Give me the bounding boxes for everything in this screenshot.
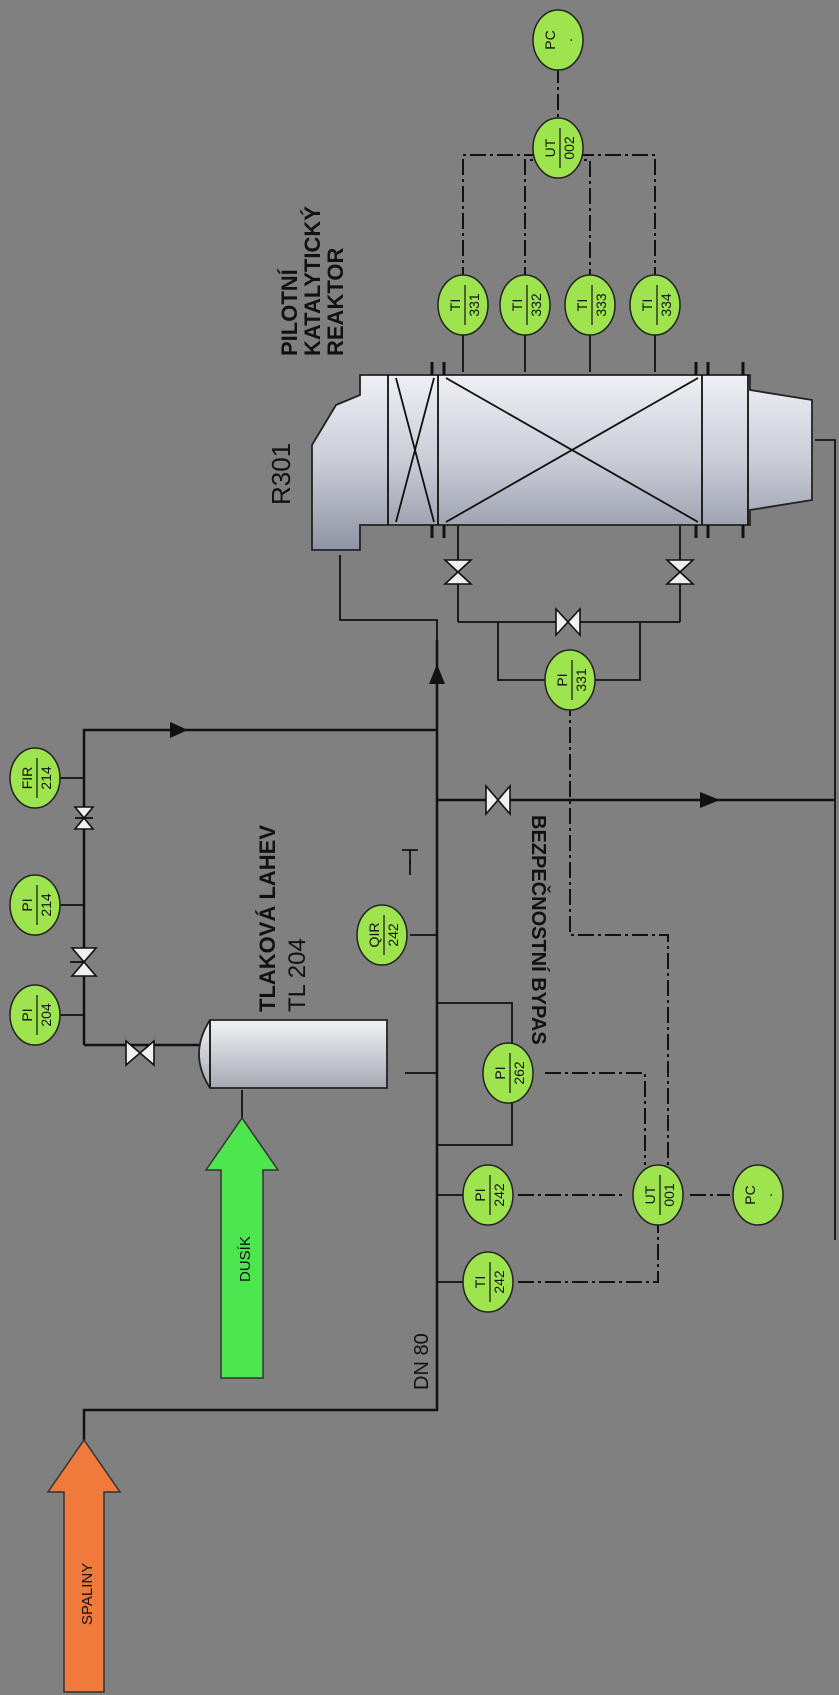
svg-text:002: 002 <box>561 136 577 160</box>
signal-lines <box>60 40 730 1283</box>
reactor-r301: R301 PILOTNÍ KATALYTICKÝ REAKTOR <box>266 206 813 551</box>
instrument-pc-top: PC . <box>532 9 584 71</box>
svg-text:331: 331 <box>466 293 482 317</box>
valves <box>70 559 696 1067</box>
reactor-name-line2: KATALYTICKÝ <box>300 206 325 356</box>
instrument-ut002: UT 002 <box>532 117 584 179</box>
svg-text:TI: TI <box>639 299 655 311</box>
svg-text:242: 242 <box>491 1270 507 1294</box>
nitrogen-label: DUSÍK <box>237 1236 254 1282</box>
instrument-qir242: QIR 242 <box>356 904 408 966</box>
svg-text:PI: PI <box>492 1066 508 1079</box>
reactor-name-line1: PILOTNÍ <box>277 268 302 356</box>
svg-text:.: . <box>559 38 575 42</box>
svg-text:PC: PC <box>742 1185 758 1204</box>
instrument-ti332: TI 332 <box>499 274 551 336</box>
bottle-tag: TL 204 <box>284 938 311 1012</box>
svg-text:262: 262 <box>511 1061 527 1085</box>
instrument-ti242: TI 242 <box>462 1251 514 1313</box>
bypass-label: BEZPEČNOSTNÍ BYPAS <box>527 815 551 1045</box>
svg-text:UT: UT <box>642 1185 658 1204</box>
svg-text:214: 214 <box>38 766 54 790</box>
svg-text:333: 333 <box>593 293 609 317</box>
svg-text:332: 332 <box>528 293 544 317</box>
svg-text:.: . <box>759 1193 775 1197</box>
svg-text:PI: PI <box>19 1008 35 1021</box>
svg-text:PC: PC <box>542 30 558 49</box>
bypass-flow-arrow <box>700 792 720 808</box>
pressure-bottle-tl204: TLAKOVÁ LAHEV TL 204 <box>198 825 388 1089</box>
instrument-pi204: PI 204 <box>9 984 61 1046</box>
instrument-ti331: TI 331 <box>437 274 489 336</box>
svg-text:242: 242 <box>385 923 401 947</box>
instrument-ti334: TI 334 <box>629 274 681 336</box>
svg-text:TI: TI <box>472 1276 488 1288</box>
instrument-ut001: UT 001 <box>632 1164 684 1226</box>
gate-valve-bottle-outlet <box>125 1039 155 1067</box>
nitrogen-stream-arrow: DUSÍK <box>204 1116 280 1379</box>
instrument-ti333: TI 333 <box>564 274 616 336</box>
gate-valve-dp-equalizer <box>555 606 581 638</box>
flow-arrow-up <box>429 664 445 684</box>
gate-valve-bypass <box>485 783 511 817</box>
svg-text:PI: PI <box>472 1188 488 1201</box>
svg-text:PI: PI <box>19 898 35 911</box>
temperature-tap-symbol <box>402 849 418 875</box>
svg-text:PI: PI <box>554 673 570 686</box>
svg-text:214: 214 <box>38 893 54 917</box>
pipe-size-label: DN 80 <box>411 1333 433 1390</box>
reactor-tag: R301 <box>266 443 296 505</box>
svg-text:UT: UT <box>542 138 558 157</box>
instrument-pi242: PI 242 <box>462 1164 514 1226</box>
svg-text:001: 001 <box>661 1183 677 1207</box>
main-pipes <box>82 439 836 1440</box>
gate-valve-dp-left <box>442 559 474 585</box>
reactor-name-line3: REAKTOR <box>323 248 348 356</box>
gate-valve-n2-line <box>70 947 98 977</box>
svg-text:334: 334 <box>658 293 674 317</box>
control-valve-n2-line <box>73 806 95 830</box>
instrument-pi214: PI 214 <box>9 874 61 936</box>
bottle-name: TLAKOVÁ LAHEV <box>255 825 280 1012</box>
instrument-pc-bottom: PC . <box>732 1164 784 1226</box>
svg-text:331: 331 <box>573 668 589 692</box>
instrument-fir214: FIR 214 <box>9 747 61 809</box>
svg-text:FIR: FIR <box>19 767 35 790</box>
svg-text:TI: TI <box>509 299 525 311</box>
flow-arrow-right <box>170 722 188 738</box>
instrument-pi331: PI 331 <box>544 649 596 711</box>
svg-text:204: 204 <box>38 1003 54 1027</box>
instrument-pi262: PI 262 <box>482 1042 534 1104</box>
flue-gas-label: SPALINY <box>79 1563 96 1625</box>
gate-valve-dp-right <box>664 559 696 585</box>
svg-text:242: 242 <box>491 1183 507 1207</box>
svg-text:QIR: QIR <box>366 923 382 948</box>
svg-text:TI: TI <box>447 299 463 311</box>
svg-text:TI: TI <box>574 299 590 311</box>
flue-gas-stream-arrow: SPALINY <box>46 1438 122 1693</box>
